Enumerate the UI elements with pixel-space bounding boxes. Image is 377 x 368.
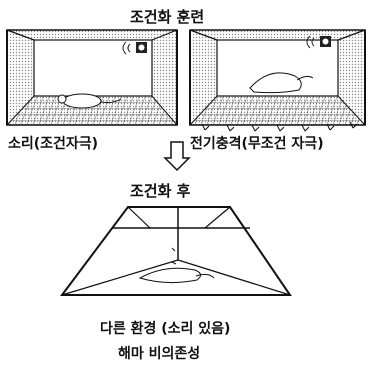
speaker-icon <box>306 35 331 49</box>
conditioning-training-title: 조건화 훈련 <box>130 8 205 26</box>
different-context-label: 다른 환경 (소리 있음) <box>100 321 231 337</box>
speaker-icon <box>122 41 147 55</box>
shock-arrows <box>201 121 358 132</box>
sound-conditioned-stimulus-label: 소리(조건자극) <box>8 136 99 152</box>
rat-icon <box>138 267 215 284</box>
down-arrow-icon <box>163 141 191 172</box>
rat-icon <box>249 72 314 94</box>
different-context-chamber <box>60 206 292 296</box>
rat-icon <box>57 93 122 109</box>
hippocampus-independent-label: 해마 비의존성 <box>118 346 201 362</box>
shock-unconditioned-stimulus-label: 전기충격(무조건 자극) <box>190 136 324 152</box>
left-chamber <box>5 29 179 126</box>
after-conditioning-title: 조건화 후 <box>130 182 191 200</box>
right-chamber <box>188 29 367 132</box>
